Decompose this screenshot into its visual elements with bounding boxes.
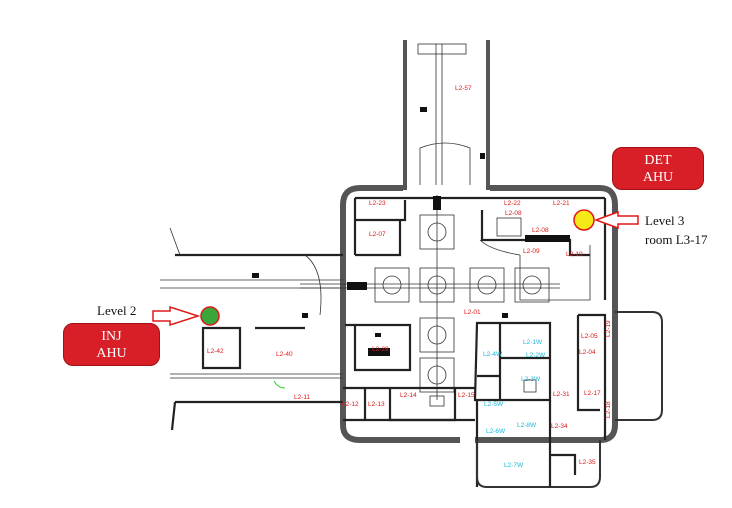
- room-label: L2-12: [342, 401, 359, 408]
- room-label: L2-07: [369, 231, 386, 238]
- room-label: L2-18: [605, 401, 612, 418]
- room-label: L2-05: [581, 333, 598, 340]
- level3-label: Level 3: [645, 213, 685, 228]
- room-label: L2-57: [455, 85, 472, 92]
- room-label: L2-04: [579, 349, 596, 356]
- north-gallery-walls: [403, 40, 490, 190]
- room-label: L2-21: [553, 200, 570, 207]
- room-label: L2-14: [400, 392, 417, 399]
- room-label: L2-34: [551, 423, 568, 430]
- west-wing: [160, 227, 343, 431]
- room-label: L2-42: [207, 348, 224, 355]
- inj-ahu-line1: INJ: [101, 328, 122, 344]
- room-label: L2-40: [276, 351, 293, 358]
- room-label-cyan: L2-1W: [523, 339, 543, 346]
- room-label: L2-08: [532, 227, 549, 234]
- room-label: L2-28: [372, 346, 389, 353]
- room-label: L2-08: [505, 210, 522, 217]
- room-label: L2-10: [566, 251, 583, 258]
- room-label: L2-13: [368, 401, 385, 408]
- room-label: L2-23: [369, 200, 386, 207]
- level2-label: Level 2: [97, 303, 137, 318]
- level2-arrow-icon: [152, 305, 201, 327]
- inj-ahu-line2: AHU: [96, 345, 127, 361]
- level2-marker: [200, 306, 220, 326]
- det-ahu-line1: DET: [644, 152, 672, 168]
- room-label: L2-09: [523, 248, 540, 255]
- main-building-walls: [300, 185, 618, 487]
- level3-arrow-icon: [593, 210, 639, 230]
- level3-room-label: room L3-17: [645, 232, 708, 247]
- room-label-cyan: L2-5W: [484, 401, 504, 408]
- room-label: L2-31: [553, 391, 570, 398]
- east-extension: [615, 311, 663, 421]
- inj-ahu-box: INJ AHU: [63, 323, 160, 366]
- room-label: L2-15: [458, 392, 475, 399]
- room-label: L2-35: [579, 459, 596, 466]
- room-label-cyan: L2-2W: [526, 352, 546, 359]
- room-label-cyan: L2-4W: [483, 351, 503, 358]
- room-label: L2-19: [605, 320, 612, 337]
- room-label: L2-01: [464, 309, 481, 316]
- room-labels: L2-57 L2-23 L2-07 L2-22 L2-21 L2-08 L2-0…: [207, 85, 612, 469]
- room-label-cyan: L2-3W: [521, 376, 541, 383]
- column-grid: [300, 195, 560, 400]
- room-label: L2-11: [294, 394, 311, 401]
- south-extension: [476, 440, 601, 488]
- room-label: L2-22: [504, 200, 521, 207]
- det-ahu-box: DET AHU: [612, 147, 704, 190]
- det-ahu-line2: AHU: [642, 169, 674, 185]
- level3-marker: [573, 209, 595, 231]
- room-label: L2-17: [584, 390, 601, 397]
- room-label-cyan: L2-8W: [517, 422, 537, 429]
- room-label-cyan: L2-7W: [504, 462, 524, 469]
- room-label-cyan: L2-6W: [486, 428, 506, 435]
